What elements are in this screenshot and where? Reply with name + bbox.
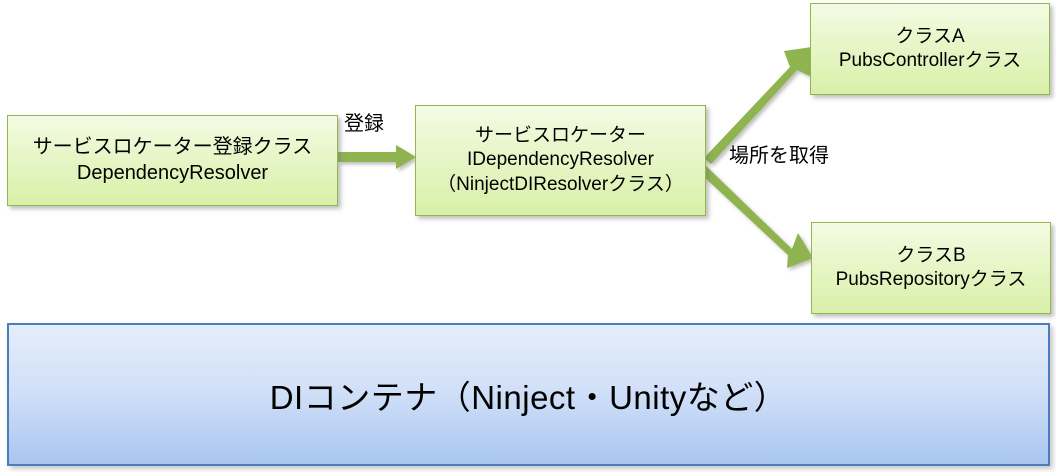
node-class-b-pubs-repository[interactable]: クラスB PubsRepositoryクラス (811, 222, 1051, 314)
node-class-a-line2: PubsControllerクラス (838, 50, 1022, 71)
node-locator-line2: IDependencyResolver (467, 149, 654, 171)
arrow-get-place-b (700, 166, 813, 268)
node-locator-line3: （NinjectDIResolverクラス） (437, 173, 684, 195)
node-class-a-line1: クラスA (895, 25, 965, 47)
node-dependency-resolver-registrar[interactable]: サービスロケーター登録クラス DependencyResolver (7, 115, 338, 206)
arrow-register (338, 145, 416, 169)
node-registrar-line2: DependencyResolver (76, 161, 269, 184)
node-registrar-line1: サービスロケーター登録クラス (32, 135, 313, 158)
node-class-a-pubs-controller[interactable]: クラスA PubsControllerクラス (810, 3, 1050, 95)
node-di-container[interactable]: DIコンテナ（Ninject・Unityなど） (7, 323, 1050, 466)
node-class-b-line1: クラスB (896, 244, 966, 266)
edge-label-register: 登録 (344, 113, 384, 135)
node-service-locator[interactable]: サービスロケーター IDependencyResolver （NinjectDI… (415, 105, 706, 216)
node-di-container-label: DIコンテナ（Ninject・Unityなど） (269, 378, 788, 416)
node-class-b-line2: PubsRepositoryクラス (835, 269, 1027, 290)
node-locator-line1: サービスロケーター (474, 125, 646, 147)
edge-label-get-place: 場所を取得 (729, 145, 829, 167)
